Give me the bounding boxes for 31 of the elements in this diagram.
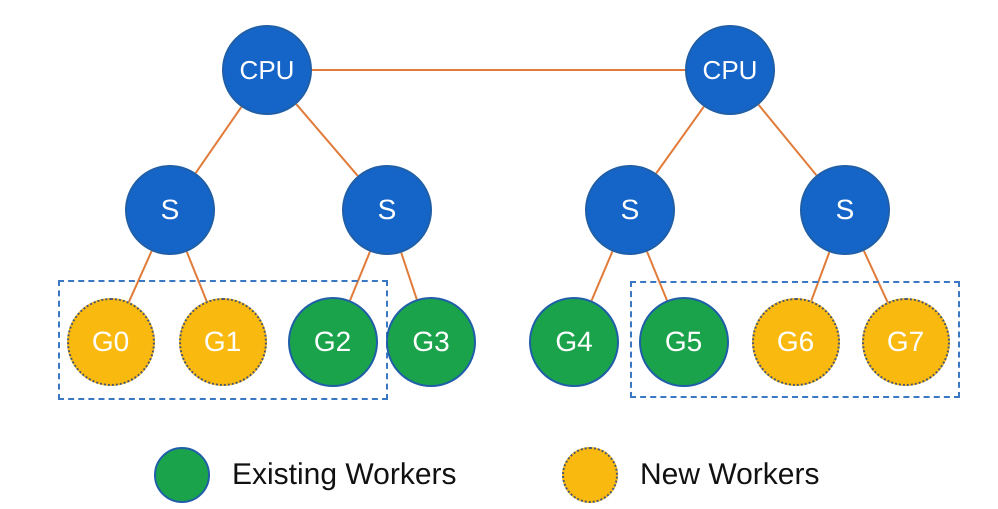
connector-line (296, 104, 358, 176)
legend-label: New Workers (640, 458, 820, 492)
dashed-group-box (630, 281, 960, 398)
connector-line (349, 251, 371, 301)
connector-line (862, 250, 888, 302)
node-label: G5 (664, 326, 702, 358)
node-label: G3 (412, 326, 450, 358)
node-label: S (378, 194, 396, 226)
node-label: G6 (776, 326, 814, 358)
connector-line (400, 252, 418, 300)
node-label: G1 (204, 326, 242, 358)
node-label: S (620, 194, 640, 226)
legend-label: Existing Workers (232, 458, 457, 492)
connector-line (758, 104, 818, 176)
connector-line (590, 251, 614, 301)
node-label: S (836, 194, 854, 226)
dashed-group-box (58, 280, 388, 400)
connector-line (186, 251, 208, 302)
connector-line (128, 250, 153, 302)
node-label: G0 (92, 326, 130, 358)
node-label: G2 (314, 326, 352, 358)
connector-line (312, 69, 685, 71)
connector-line (194, 106, 242, 174)
node-label: CPU (702, 54, 758, 86)
connector-line (810, 252, 830, 302)
node-label: CPU (240, 54, 294, 86)
node-label: G4 (555, 326, 593, 358)
node-label: G7 (886, 326, 924, 358)
connector-line (655, 106, 705, 174)
connector-line (646, 251, 668, 301)
node-label: S (160, 194, 180, 226)
